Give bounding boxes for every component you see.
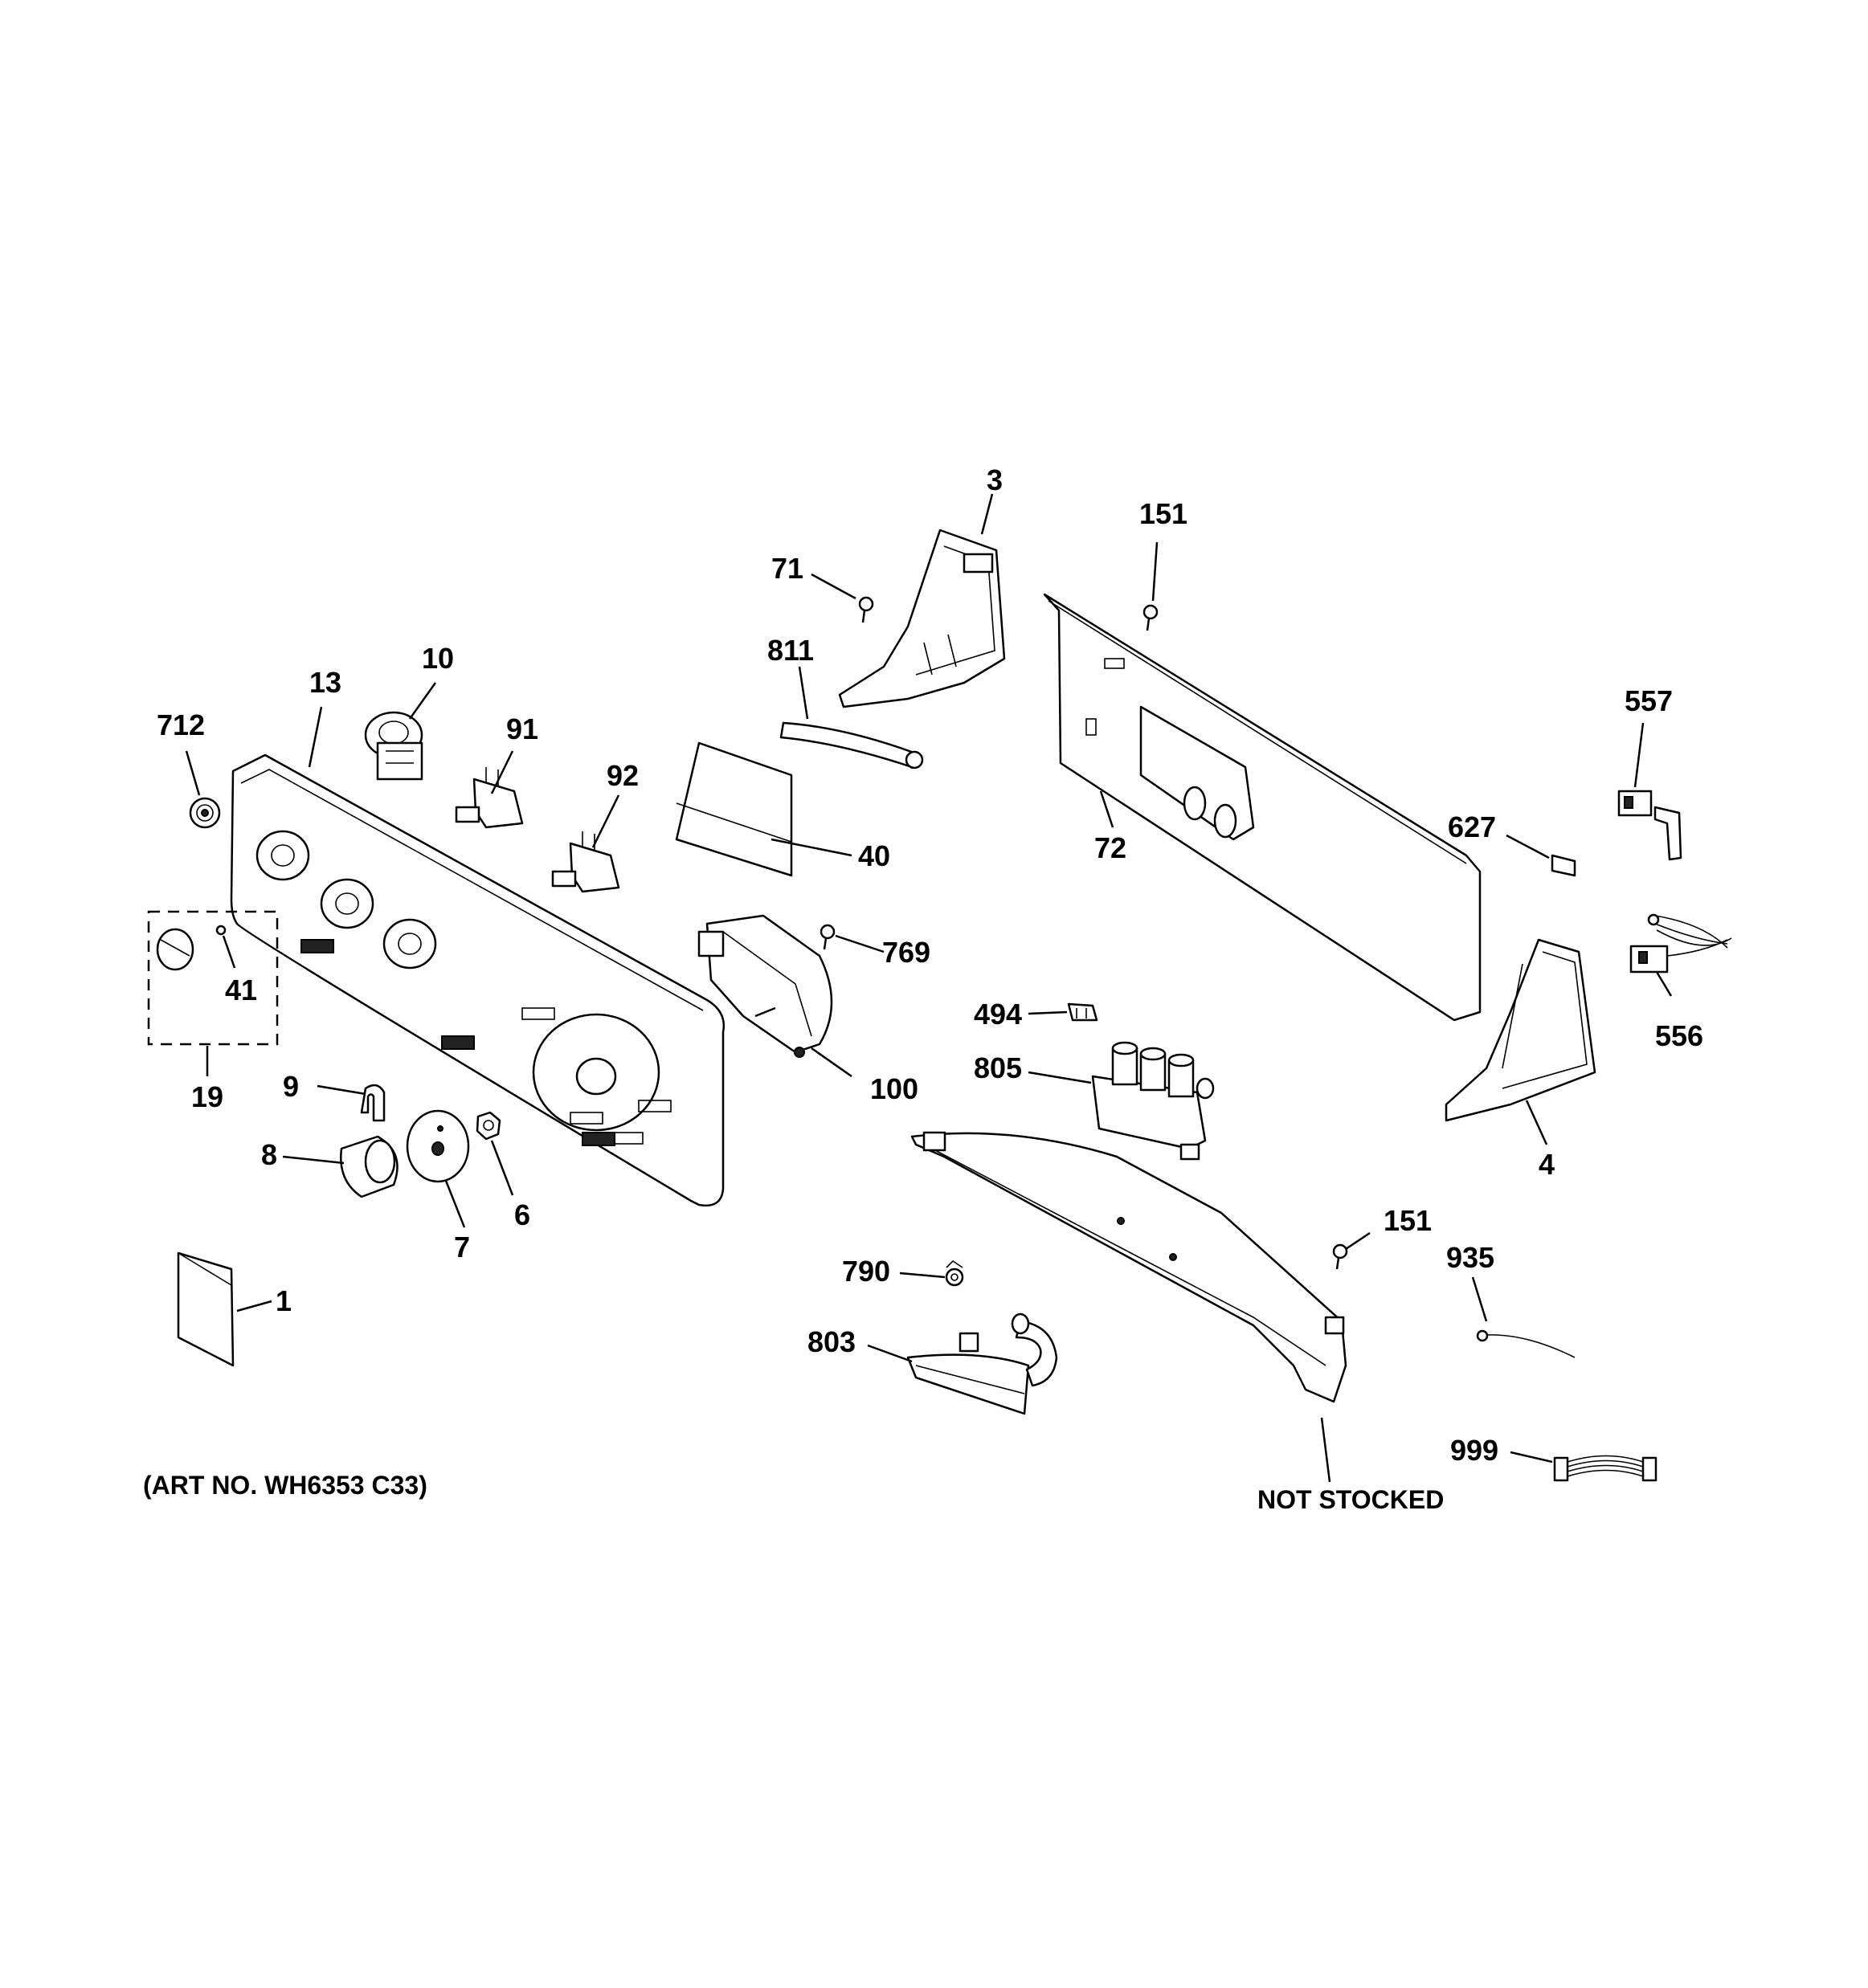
leader-lines	[185, 493, 1673, 1483]
part-91-drawing	[455, 767, 524, 829]
label-556[interactable]: 556	[1655, 1019, 1703, 1052]
label-7[interactable]: 7	[454, 1231, 470, 1263]
part-151-top-drawing	[1142, 604, 1159, 631]
label-92[interactable]: 92	[607, 759, 639, 792]
label-3[interactable]: 3	[987, 463, 1003, 496]
part-627-drawing	[1551, 854, 1576, 877]
part-41-drawing	[156, 925, 227, 971]
part-805-drawing	[1091, 1041, 1215, 1161]
part-8-drawing	[340, 1135, 399, 1198]
part-151-bottom-drawing	[1332, 1243, 1348, 1270]
part-769-drawing	[820, 924, 836, 950]
part-100-drawing	[697, 914, 833, 1058]
label-811[interactable]: 811	[767, 634, 814, 667]
part-7-drawing	[406, 1109, 470, 1183]
part-494-drawing	[1067, 1002, 1098, 1022]
part-3-drawing	[838, 529, 1006, 708]
kit-19-dashed-box	[147, 910, 279, 1046]
part-557-drawing	[1617, 790, 1682, 861]
part-10-drawing	[364, 711, 423, 781]
part-556-drawing	[1629, 913, 1732, 974]
label-8[interactable]: 8	[261, 1138, 277, 1171]
part-935-drawing	[1476, 1329, 1576, 1358]
label-935[interactable]: 935	[1446, 1241, 1494, 1274]
label-4[interactable]: 4	[1539, 1148, 1555, 1181]
part-712-drawing	[189, 797, 221, 829]
label-557[interactable]: 557	[1625, 684, 1673, 717]
label-494[interactable]: 494	[974, 998, 1022, 1031]
label-9[interactable]: 9	[283, 1070, 299, 1103]
tray-not-stocked-drawing	[910, 1131, 1347, 1403]
part-9-drawing	[360, 1084, 386, 1122]
label-6[interactable]: 6	[514, 1198, 530, 1231]
part-92-drawing	[551, 831, 620, 893]
art-number-note: (ART NO. WH6353 C33)	[143, 1471, 427, 1500]
part-4-drawing	[1445, 938, 1596, 1122]
label-13[interactable]: 13	[309, 666, 341, 699]
label-71[interactable]: 71	[771, 552, 803, 585]
label-790[interactable]: 790	[842, 1255, 890, 1288]
label-627[interactable]: 627	[1448, 810, 1496, 843]
label-72[interactable]: 72	[1094, 831, 1126, 864]
part-71-drawing	[858, 596, 874, 623]
part-790-drawing	[945, 1259, 964, 1287]
part-6-drawing	[476, 1111, 501, 1141]
part-72-drawing	[1043, 593, 1482, 1022]
label-803[interactable]: 803	[807, 1325, 856, 1358]
part-999-drawing	[1553, 1455, 1657, 1482]
label-712[interactable]: 712	[157, 708, 205, 741]
label-40[interactable]: 40	[858, 839, 890, 872]
part-811-drawing	[779, 721, 924, 769]
label-91[interactable]: 91	[506, 712, 538, 745]
label-10[interactable]: 10	[422, 642, 454, 675]
part-803-drawing	[906, 1312, 1058, 1415]
part-40-drawing	[675, 741, 793, 877]
label-100[interactable]: 100	[870, 1072, 918, 1105]
part-labels: 3 71 151 811 10 13 712 91 92 40 769 100 …	[157, 463, 1703, 1467]
label-151-bottom[interactable]: 151	[1384, 1204, 1432, 1237]
label-1[interactable]: 1	[276, 1284, 292, 1317]
part-13-control-panel-drawing	[230, 753, 726, 1207]
label-769[interactable]: 769	[882, 936, 930, 969]
part-1-drawing	[177, 1251, 235, 1367]
label-999[interactable]: 999	[1450, 1434, 1498, 1467]
label-805[interactable]: 805	[974, 1051, 1022, 1084]
label-19[interactable]: 19	[191, 1080, 223, 1113]
label-41[interactable]: 41	[225, 974, 257, 1006]
not-stocked-note: NOT STOCKED	[1257, 1485, 1444, 1514]
label-151-top[interactable]: 151	[1139, 497, 1187, 530]
